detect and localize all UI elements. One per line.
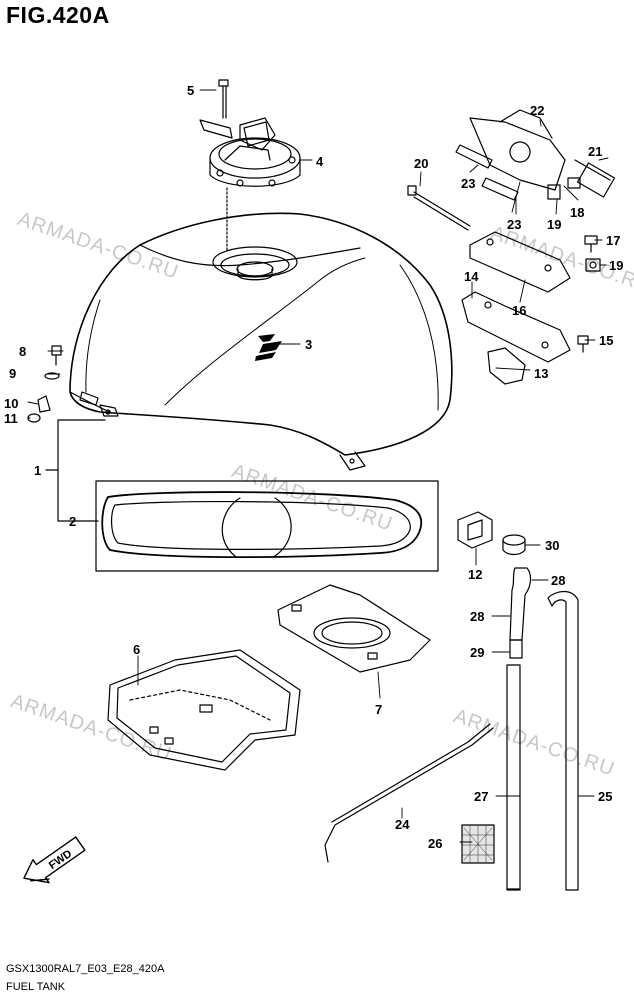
callout-6: 6 bbox=[133, 642, 141, 657]
callout-10: 10 bbox=[4, 396, 19, 411]
callout-7: 7 bbox=[375, 702, 383, 717]
callout-24: 24 bbox=[395, 817, 410, 832]
mount-bracket bbox=[469, 231, 571, 293]
callout-30: 30 bbox=[545, 538, 560, 553]
plate-7 bbox=[277, 584, 431, 673]
callout-23: 23 bbox=[461, 176, 476, 191]
plate bbox=[461, 291, 571, 363]
callout-25: 25 bbox=[598, 789, 613, 804]
callout-27: 27 bbox=[474, 789, 489, 804]
callout-22: 22 bbox=[530, 103, 545, 118]
callout-26: 26 bbox=[428, 836, 443, 851]
callout-19: 19 bbox=[547, 217, 562, 232]
callout-20: 20 bbox=[414, 156, 429, 171]
leader-1 bbox=[45, 419, 106, 471]
callout-8: 8 bbox=[19, 344, 27, 359]
callout-29: 29 bbox=[470, 645, 485, 660]
callout-16: 16 bbox=[512, 303, 527, 318]
bolt-5 bbox=[218, 79, 229, 119]
emblem bbox=[255, 334, 282, 361]
tank-pad-box bbox=[95, 480, 439, 572]
callout-13: 13 bbox=[534, 366, 549, 381]
callout-1: 1 bbox=[34, 463, 42, 478]
callout-11: 11 bbox=[4, 411, 18, 426]
label-26 bbox=[461, 824, 495, 864]
callout-19: 19 bbox=[609, 258, 624, 273]
rod-24 bbox=[324, 723, 494, 863]
figure-title: FIG.420A bbox=[6, 2, 110, 28]
callout-23: 23 bbox=[507, 217, 522, 232]
nut-19 bbox=[585, 258, 601, 272]
diagram-caption: FUEL TANK bbox=[6, 981, 66, 993]
callout-2: 2 bbox=[69, 514, 77, 529]
small-fasteners bbox=[27, 345, 62, 423]
callout-18: 18 bbox=[570, 205, 585, 220]
cushion-13 bbox=[487, 347, 526, 385]
callout-17: 17 bbox=[606, 233, 621, 248]
mat-6 bbox=[107, 649, 301, 771]
callout-28: 28 bbox=[470, 609, 485, 624]
callout-12: 12 bbox=[468, 567, 483, 582]
callout-leaders bbox=[27, 89, 609, 843]
forward-arrow-icon: FWD bbox=[23, 836, 86, 884]
fuel-tank bbox=[69, 212, 453, 471]
callout-9: 9 bbox=[9, 366, 17, 381]
callout-28: 28 bbox=[551, 573, 566, 588]
long-bolt bbox=[407, 185, 471, 231]
hose-27 bbox=[506, 664, 521, 891]
callout-3: 3 bbox=[305, 337, 313, 352]
cushion-12 bbox=[457, 511, 493, 549]
callout-15: 15 bbox=[599, 333, 614, 348]
fuel-cap bbox=[199, 117, 301, 251]
callout-4: 4 bbox=[316, 154, 324, 169]
bracket-assembly bbox=[455, 109, 616, 201]
screw-17 bbox=[584, 235, 598, 253]
screw-15 bbox=[577, 335, 589, 353]
callout-21: 21 bbox=[588, 144, 603, 159]
diagram-code: GSX1300RAL7_E03_E28_420A bbox=[6, 963, 165, 975]
callout-14: 14 bbox=[464, 269, 479, 284]
cap-30 bbox=[502, 534, 526, 556]
callout-5: 5 bbox=[187, 83, 195, 98]
